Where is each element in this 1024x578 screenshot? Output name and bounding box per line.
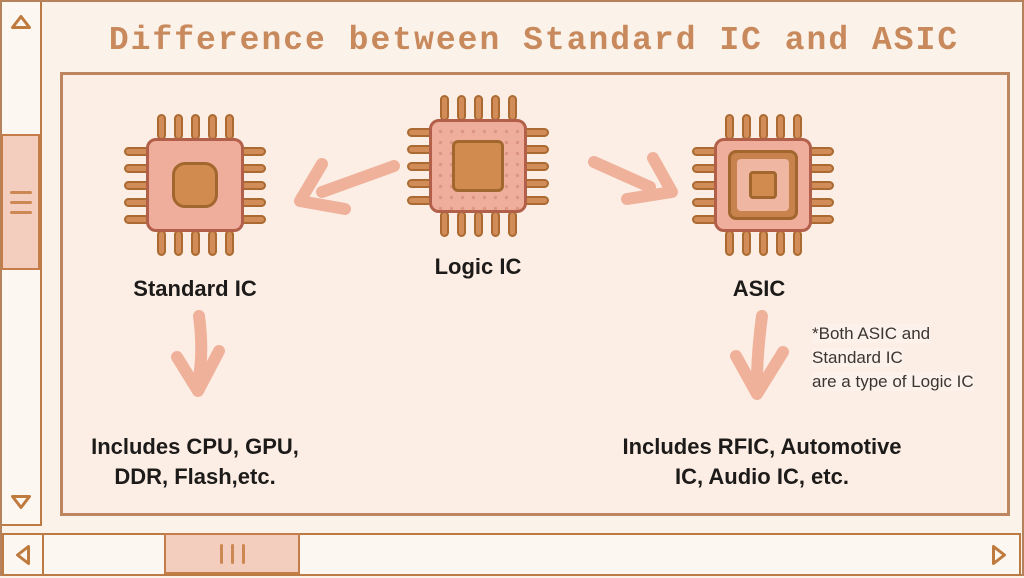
asic-inner	[737, 159, 789, 211]
standard-ic-chip-icon	[124, 114, 266, 256]
down-arrow-icon	[11, 495, 31, 509]
footnote-line-3: are a type of Logic IC	[812, 372, 974, 391]
logic-ic-label: Logic IC	[434, 254, 522, 279]
page-title: Difference between Standard IC and ASIC	[108, 22, 960, 59]
asic-frame	[728, 150, 798, 220]
chip-pins	[692, 230, 834, 256]
chip-pins	[808, 114, 834, 256]
chip-core	[749, 171, 777, 199]
grip-lines-icon	[230, 543, 234, 564]
scroll-left-button[interactable]	[4, 535, 44, 574]
chip-pins	[692, 114, 718, 256]
horizontal-scrollbar[interactable]	[2, 533, 1021, 576]
asic-includes-text: Includes RFIC, Automotive IC, Audio IC, …	[602, 432, 922, 492]
scroll-up-button[interactable]	[2, 4, 40, 40]
asic-label: ASIC	[732, 276, 786, 301]
horizontal-scrollbar-thumb[interactable]	[164, 533, 300, 574]
up-arrow-icon	[11, 15, 31, 29]
chip-pins	[124, 114, 266, 140]
asic-chip-icon	[692, 114, 834, 256]
chip-core	[452, 140, 504, 192]
standard-includes-line-1: Includes CPU, GPU,	[91, 434, 299, 459]
standard-ic-label: Standard IC	[133, 276, 257, 301]
asic-includes-line-2: IC, Audio IC, etc.	[675, 464, 849, 489]
chip-core	[172, 162, 218, 208]
grip-lines-icon	[9, 190, 32, 194]
scroll-right-button[interactable]	[981, 535, 1017, 574]
footnote-line-2: Standard IC	[812, 348, 903, 367]
grip-lines-icon	[9, 210, 32, 214]
chip-body	[429, 119, 527, 213]
footnote: *Both ASIC and Standard IC are a type of…	[812, 322, 1012, 394]
grip-lines-icon	[9, 200, 32, 204]
logic-ic-chip-icon	[407, 95, 549, 237]
standard-ic-includes-text: Includes CPU, GPU, DDR, Flash,etc.	[45, 432, 345, 492]
grip-lines-icon	[241, 543, 245, 564]
right-arrow-icon	[992, 544, 1006, 565]
vertical-scrollbar-thumb[interactable]	[1, 134, 40, 270]
chip-body	[714, 138, 812, 232]
footnote-line-1: *Both ASIC and	[812, 324, 931, 343]
left-arrow-icon	[16, 544, 30, 565]
scroll-down-button[interactable]	[2, 484, 40, 520]
chip-pins	[523, 95, 549, 237]
asic-includes-line-1: Includes RFIC, Automotive	[622, 434, 902, 459]
vertical-scrollbar[interactable]	[1, 2, 42, 526]
grip-lines-icon	[219, 543, 223, 564]
chip-body	[146, 138, 244, 232]
chip-pins	[240, 114, 266, 256]
chip-pins	[692, 114, 834, 140]
chip-pins	[407, 211, 549, 237]
standard-includes-line-2: DDR, Flash,etc.	[114, 464, 276, 489]
chip-pins	[124, 230, 266, 256]
